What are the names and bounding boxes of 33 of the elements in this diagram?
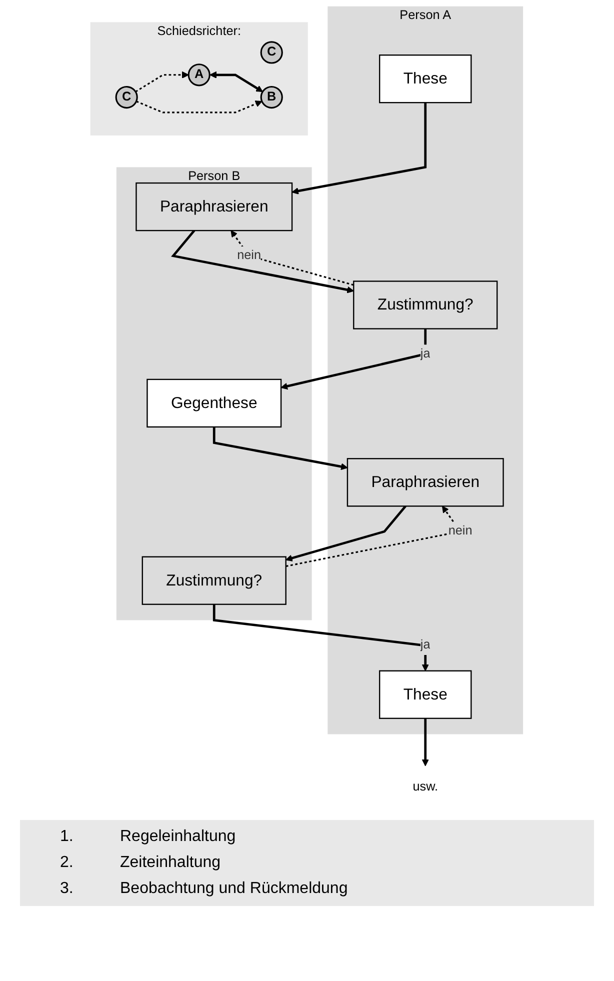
node-box: These — [379, 670, 472, 719]
arrow — [292, 102, 427, 194]
node-box: These — [379, 54, 472, 104]
edge-label: ja — [420, 346, 431, 360]
arrow — [136, 100, 263, 114]
list-text: 3. — [60, 880, 74, 898]
arrow — [231, 230, 354, 286]
arrow — [213, 426, 348, 470]
node-text: usw. — [412, 780, 438, 794]
list-text: 1. — [60, 828, 74, 846]
node-circle: A — [188, 64, 211, 86]
edge-label: nein — [448, 524, 473, 538]
arrow — [171, 230, 354, 294]
list-text: Beobachtung und Rückmeldung — [120, 880, 349, 898]
list-text: 2. — [60, 854, 74, 872]
edge-label: ja — [420, 638, 431, 652]
node-circle: B — [260, 86, 284, 109]
arrow — [210, 71, 264, 92]
node-circle: C — [116, 86, 138, 109]
arrow — [286, 505, 407, 562]
arrow — [422, 718, 430, 766]
node-box: Zustimmung? — [353, 280, 498, 330]
node-box: Paraphrasieren — [347, 458, 504, 507]
node-box: Zustimmung? — [142, 556, 287, 605]
node-box: Gegenthese — [146, 378, 282, 428]
list-text: Zeiteinhaltung — [120, 854, 222, 872]
list-text: Regeleinhaltung — [120, 828, 237, 846]
node-circle: C — [260, 41, 284, 64]
arrow — [281, 328, 427, 390]
node-box: Paraphrasieren — [136, 182, 293, 232]
arrow — [213, 604, 430, 672]
edge-label: nein — [237, 248, 262, 262]
arrow — [135, 71, 190, 92]
